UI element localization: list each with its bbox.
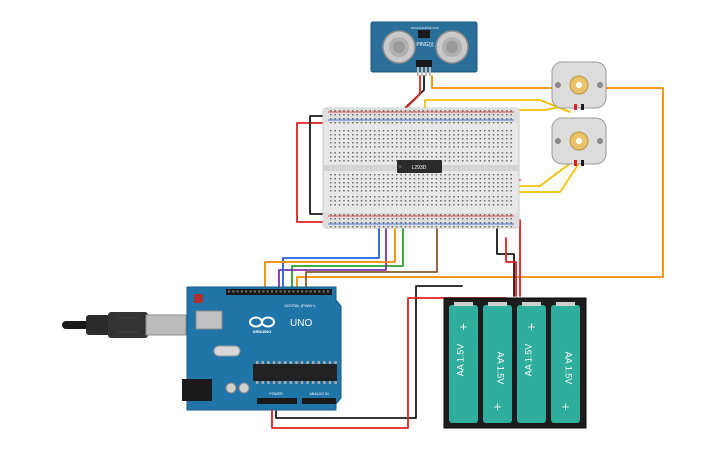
battery-terminal-label: + (460, 319, 468, 334)
arduino-logo-icon (249, 316, 275, 328)
ic-chip: L293D (397, 160, 442, 173)
battery-cell-label: AA 1.5V (456, 344, 466, 377)
dc-motor-bottom (551, 117, 607, 166)
dc-motor-top (551, 61, 607, 110)
battery-cell-label: AA 1.5V (564, 352, 574, 385)
ultrasonic-sensor: PING))) www.parallax.com (370, 21, 478, 76)
battery-terminal-label: + (528, 319, 536, 334)
battery-cell: + AA 1.5V (483, 302, 512, 423)
battery-cell: + AA 1.5V (551, 302, 580, 423)
arduino-uno: DIGITAL (PWM~) UNO ARDUINO POWER ANALOG … (182, 286, 342, 411)
power-header-label: POWER (269, 392, 283, 396)
battery-terminal-label: + (494, 399, 502, 414)
wire-red-battery (504, 219, 521, 297)
battery-cell: + AA 1.5V (449, 302, 478, 423)
wire-red-arduino-2 (271, 297, 507, 429)
usb-cable (62, 312, 187, 338)
wire-rail-black-left (309, 115, 331, 215)
wire-red-arduino (505, 237, 517, 297)
wire-brown (305, 211, 438, 294)
arduino-logo-text: ARDUINO (253, 329, 272, 334)
analog-header-label: ANALOG IN (309, 392, 329, 396)
ic-chip-label: L293D (412, 165, 427, 171)
sensor-model-label: PING))) (416, 42, 434, 48)
mcu-chip-pins (256, 361, 337, 384)
digital-pin-header (228, 290, 329, 293)
wire-black-arduino (275, 285, 463, 419)
arduino-model-label: UNO (290, 318, 312, 329)
battery-terminal-label: + (562, 399, 570, 414)
sensor-brand-label: www.parallax.com (411, 26, 439, 30)
battery-cell: + AA 1.5V (517, 302, 546, 423)
digital-header-label: DIGITAL (PWM~) (285, 303, 317, 308)
battery-cell-label: AA 1.5V (496, 352, 506, 385)
battery-pack: + AA 1.5V + AA 1.5V + AA 1.5V + AA 1.5V (443, 297, 587, 429)
battery-cell-label: AA 1.5V (524, 344, 534, 377)
breadboard-holes (330, 110, 512, 228)
wire-orange-long (296, 75, 664, 294)
